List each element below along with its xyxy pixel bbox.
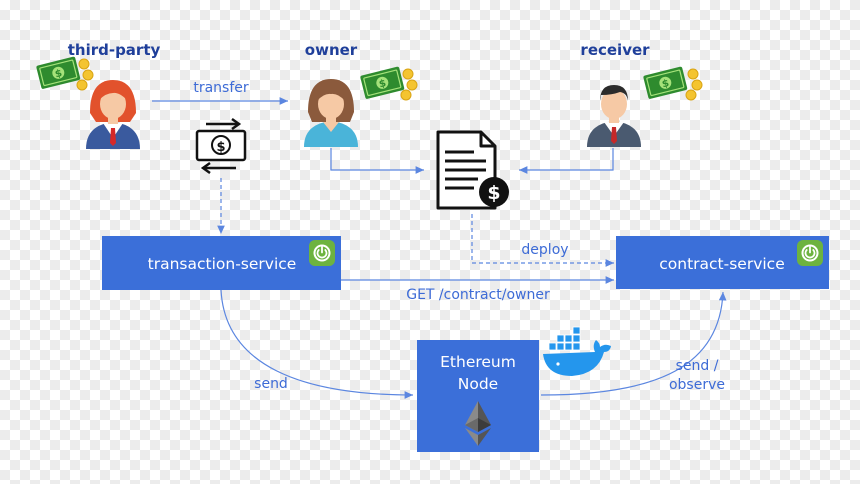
transaction-service-box: transaction-service — [102, 236, 341, 290]
send-observe-arrow — [540, 291, 727, 396]
owner-person-icon — [304, 79, 358, 147]
receiver-to-contract-arrow — [519, 148, 614, 174]
third-party-person-icon — [86, 80, 140, 149]
owner-money-icon — [359, 65, 418, 101]
send-observe-label-line2: observe — [669, 377, 725, 393]
docker-whale-icon — [543, 326, 611, 376]
ethereum-node-label-line1: Ethereum — [440, 353, 516, 371]
ethereum-icon — [465, 401, 491, 446]
contract-document-icon: $ — [436, 130, 509, 210]
send-observe-label-line1: send / — [676, 358, 719, 374]
money-exchange-icon: $ — [195, 117, 247, 175]
ethereum-node-label-line2: Node — [458, 375, 498, 393]
third-party-label: third-party — [68, 41, 161, 59]
transfer-label: transfer — [193, 80, 249, 96]
deploy-label: deploy — [521, 242, 568, 258]
transaction-spring-boot-icon — [308, 239, 336, 267]
third-party-money-icon — [35, 55, 94, 91]
receiver-label: receiver — [580, 41, 650, 59]
transaction-service-label: transaction-service — [148, 255, 297, 273]
owner-to-contract-arrow — [330, 148, 424, 174]
contract-spring-boot-icon — [796, 239, 824, 267]
contract-service-label: contract-service — [659, 255, 785, 273]
ethereum-node-box: Ethereum Node — [417, 340, 539, 452]
get-contract-owner-label: GET /contract/owner — [406, 287, 550, 303]
deploy-arrow — [471, 214, 614, 267]
send-label: send — [254, 376, 288, 392]
receiver-person-icon — [587, 85, 641, 147]
svg-text:$: $ — [487, 182, 500, 204]
owner-label: owner — [305, 41, 358, 59]
svg-text:$: $ — [216, 140, 225, 155]
send-arrow — [220, 289, 414, 399]
receiver-money-icon — [642, 65, 703, 101]
contract-service-box: contract-service — [616, 236, 829, 289]
